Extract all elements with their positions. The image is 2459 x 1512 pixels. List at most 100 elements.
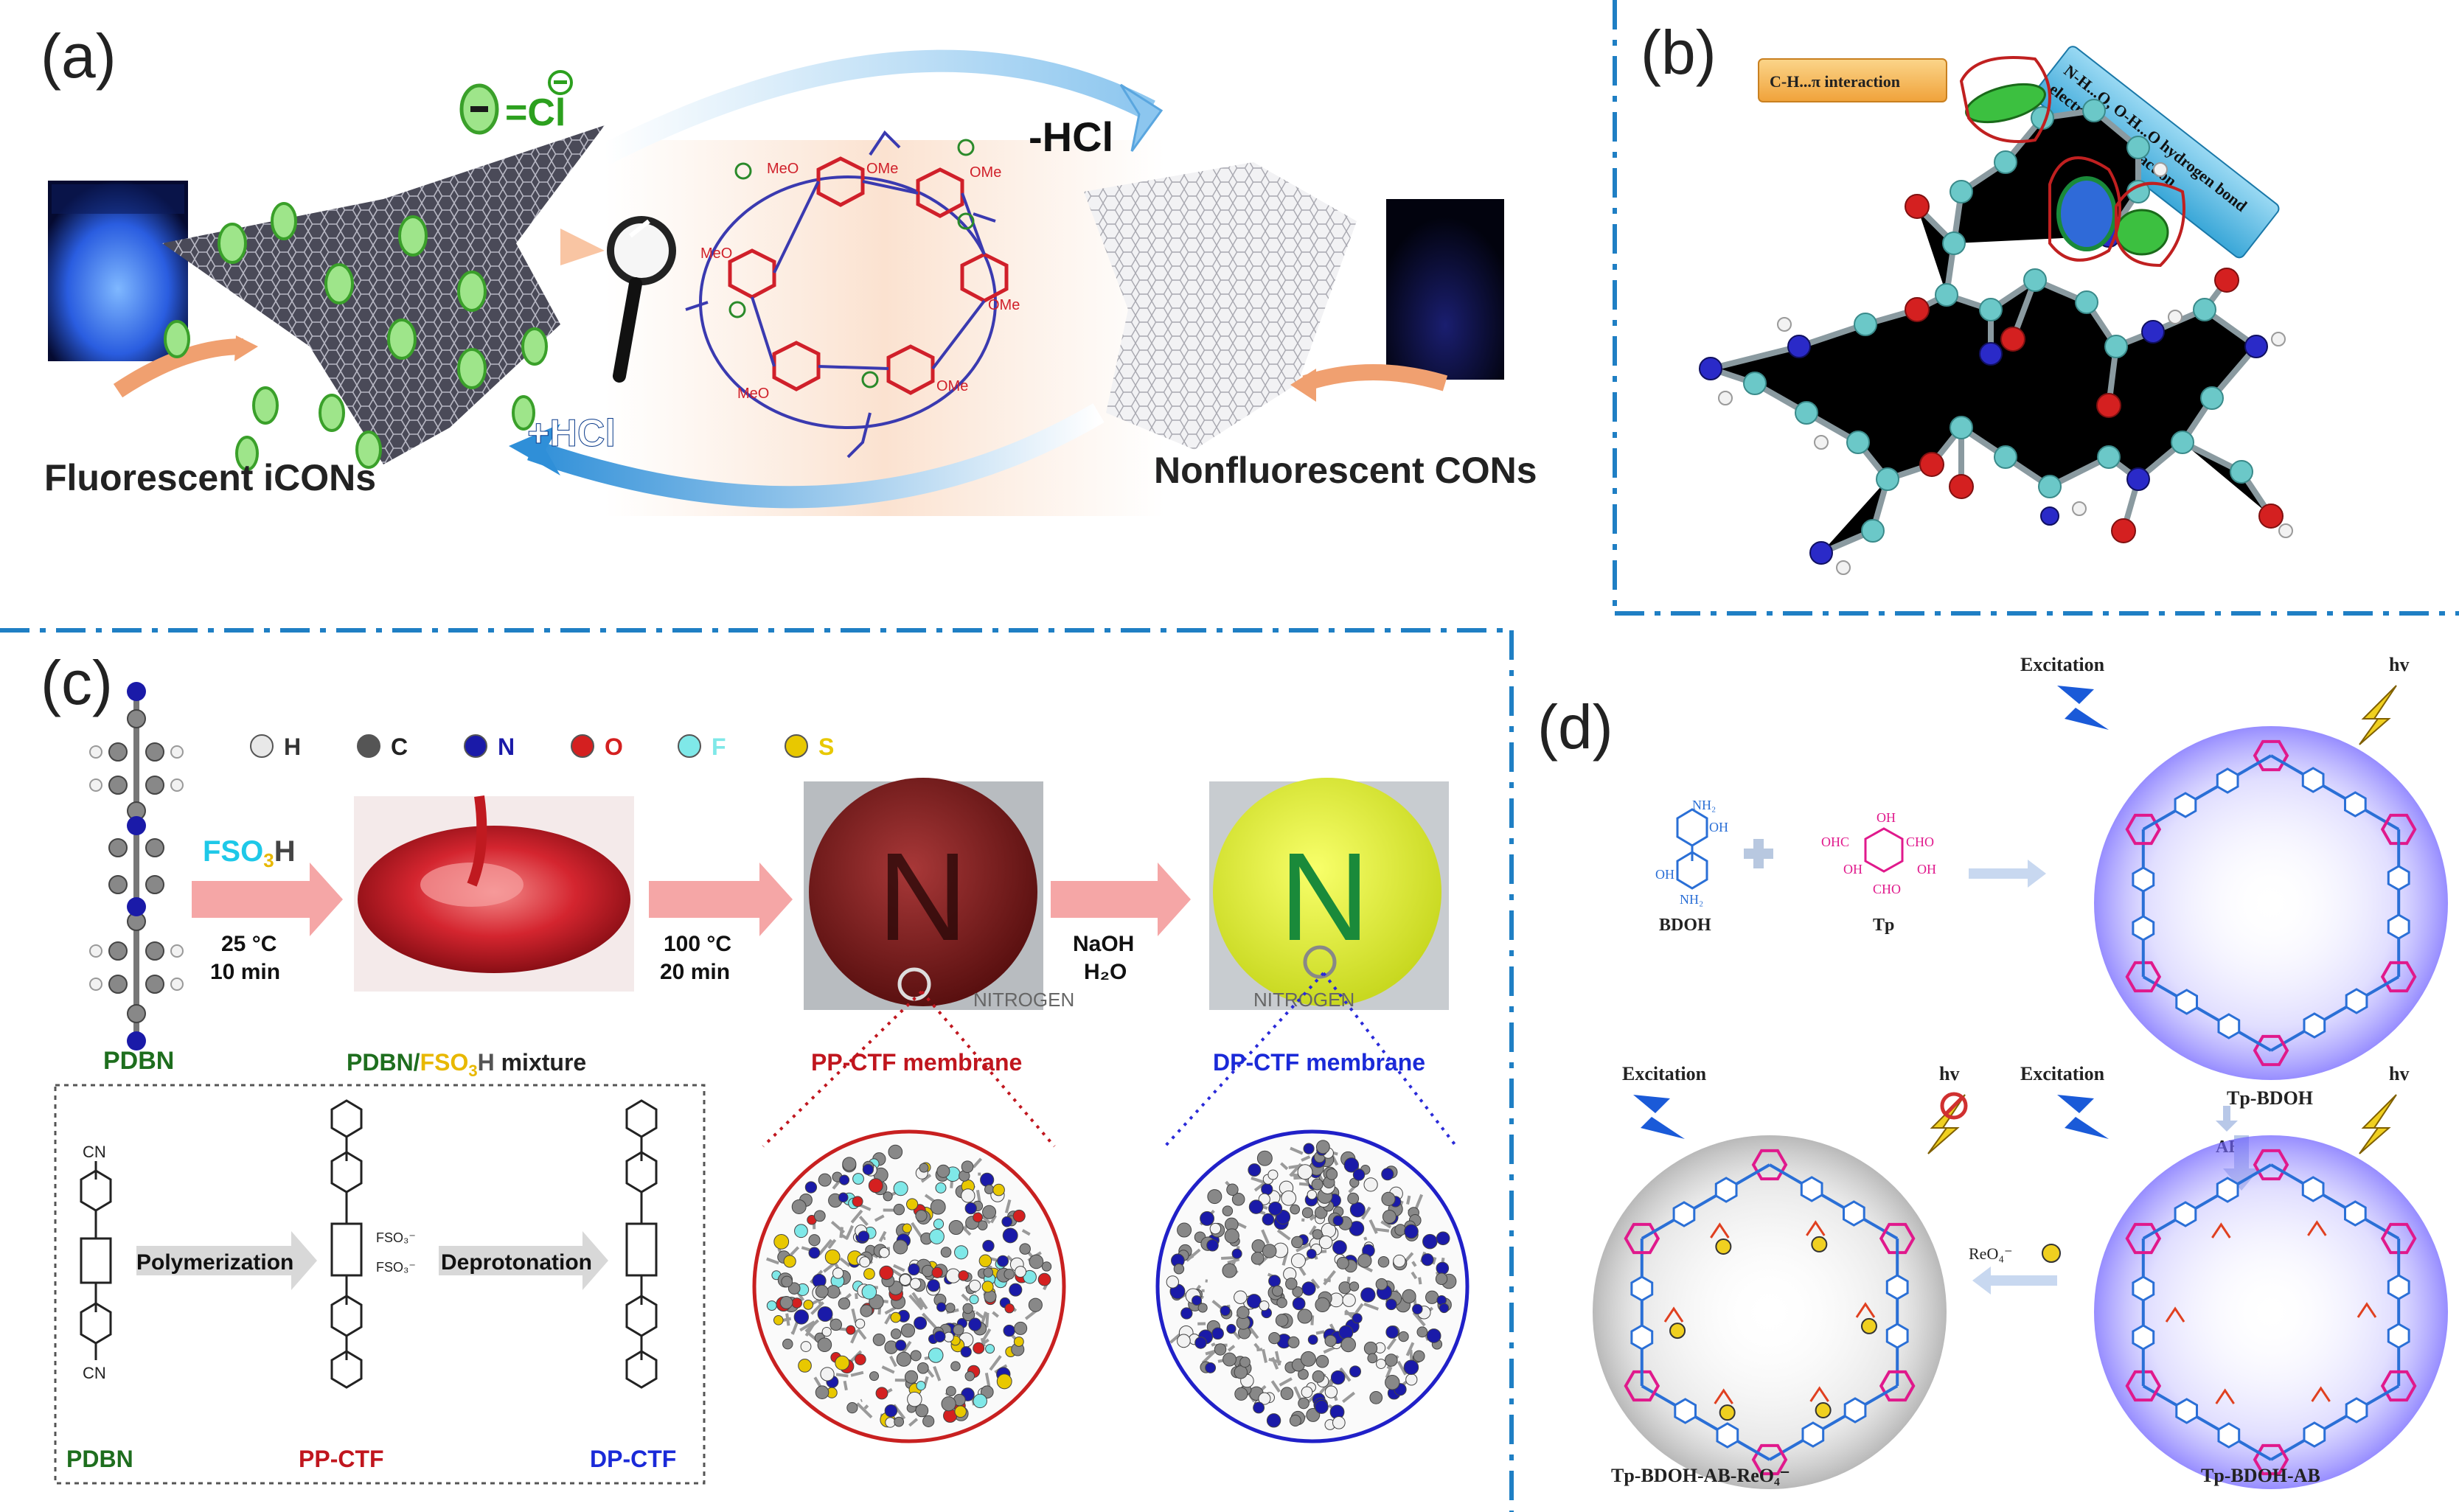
- chloride-ions: [164, 202, 548, 471]
- hv-label-2: hv: [2389, 1063, 2409, 1084]
- condition-temp-2: 100 °C: [664, 932, 731, 956]
- legend-symbol-c: C: [391, 734, 408, 760]
- tp-bdoh-glow: [2094, 726, 2448, 1080]
- dp-membrane-label: DP-CTF membrane: [1213, 1049, 1425, 1076]
- reaction-arrow-1: [192, 863, 343, 936]
- svg-text:OMe: OMe: [988, 297, 1020, 313]
- polymerization-label: Polymerization: [136, 1250, 293, 1275]
- tp-bdoh-ab-reo4-label: Tp-BDOH-AB-ReO₄⁻: [1611, 1465, 1790, 1486]
- svg-text:OH: OH: [1843, 862, 1862, 877]
- excitation-bolt-2: [2057, 1095, 2109, 1139]
- tp-bdoh-ab-framework: [2125, 1149, 2417, 1476]
- hv-label-3: hv: [1939, 1063, 1959, 1084]
- orange-arrow-right: [1302, 364, 1448, 391]
- excitation-label-2: Excitation: [2020, 1063, 2105, 1084]
- emission-bolt-1: [2359, 685, 2397, 745]
- panel-b-label: (b): [1641, 18, 1717, 87]
- svg-text:OH: OH: [1877, 810, 1896, 825]
- panel-d: (d) NH₂ OH OH NH₂ BDOH OHC CHO CHO OH OH…: [1537, 654, 2448, 1489]
- pdbn-label: PDBN: [103, 1047, 174, 1075]
- mixture-label: PDBN/FSO3H mixture: [347, 1049, 586, 1080]
- synthesis-arrow: [1969, 860, 2046, 888]
- svg-text:FSO₃⁻: FSO₃⁻: [376, 1260, 416, 1275]
- hv-label-1: hv: [2389, 654, 2409, 675]
- excitation-label-3: Excitation: [1622, 1063, 1707, 1084]
- svg-text:MeO: MeO: [767, 161, 799, 177]
- legend-atom-o: [571, 734, 594, 758]
- fluorescent-caption: Fluorescent iCONs: [44, 457, 376, 498]
- svg-text:N: N: [877, 827, 968, 967]
- svg-text:NITROGEN: NITROGEN: [1253, 989, 1354, 1011]
- ch-pi-label: C-H...π interaction: [1770, 72, 1900, 91]
- svg-text:NH₂: NH₂: [1692, 798, 1716, 812]
- svg-text:OH: OH: [1917, 862, 1936, 877]
- nonfluorescent-caption: Nonfluorescent CONs: [1154, 450, 1537, 491]
- svg-text:OH: OH: [1655, 867, 1674, 882]
- plus-hcl-label: +HCl: [527, 412, 616, 455]
- condition-temp-1: 25 °C: [221, 932, 276, 956]
- reaction-arrow-3: [1051, 863, 1191, 936]
- bdoh-structure: [1676, 808, 1708, 890]
- tp-label: Tp: [1873, 916, 1894, 935]
- chloride-legend: =Cl: [505, 91, 566, 134]
- ball-and-stick-model: [1699, 56, 2293, 575]
- svg-text:OMe: OMe: [866, 161, 898, 177]
- scheme-dp-label: DP-CTF: [590, 1446, 676, 1472]
- legend-symbol-n: N: [498, 734, 515, 760]
- polymerization-arrow: [136, 1231, 317, 1290]
- svg-text:OH: OH: [1709, 820, 1728, 835]
- scheme-pp-ctf: [330, 1099, 363, 1389]
- nonfluorescent-vial: [1386, 199, 1504, 380]
- legend-symbol-h: H: [284, 734, 301, 760]
- magnifier-icon: [607, 216, 676, 383]
- legend-atom-h: [250, 734, 274, 758]
- pp-atoms: [766, 1144, 1052, 1428]
- scheme-box: [54, 1084, 706, 1485]
- plus-icon: [1744, 839, 1773, 868]
- svg-text:NH₂: NH₂: [1680, 892, 1703, 907]
- dehydrochlorination-arrow: [599, 49, 1155, 165]
- deprotonation-label: Deprotonation: [441, 1250, 592, 1275]
- tp-structure: [1864, 827, 1904, 873]
- legend-symbol-s: S: [818, 734, 834, 760]
- scheme-pdbn: [80, 1161, 112, 1360]
- svg-text:NITROGEN: NITROGEN: [973, 989, 1074, 1011]
- tp-bdoh-ab-reo4-framework: [1624, 1149, 1916, 1476]
- panel-a-label: (a): [41, 21, 116, 91]
- tp-bdoh-ab-label: Tp-BDOH-AB: [2201, 1465, 2320, 1486]
- svg-text:CN: CN: [83, 1143, 106, 1161]
- svg-text:CHO: CHO: [1906, 835, 1934, 849]
- methoxy-labels: MeO OMe OMe MeO OMe MeO OMe: [700, 161, 1020, 402]
- svg-text:OMe: OMe: [970, 164, 1001, 181]
- deprotonation-arrow: [439, 1231, 608, 1290]
- neutral-sheet: [1084, 162, 1357, 450]
- pp-membrane-label: PP-CTF membrane: [811, 1049, 1022, 1076]
- chloride-ions-molecule: [728, 139, 975, 389]
- tp-bdoh-ab-reo4-glow: [1593, 1135, 1947, 1489]
- bdoh-label: BDOH: [1659, 916, 1711, 935]
- svg-text:CHO: CHO: [1873, 882, 1901, 896]
- panel-b: (b) C-H...π interaction N-H...O, O-H...O…: [1641, 18, 2293, 575]
- tp-bdoh-label: Tp-BDOH: [2227, 1087, 2313, 1109]
- pdbn-molecule: [89, 682, 184, 1051]
- molecule-glow: [605, 140, 1165, 516]
- excitation-label-1: Excitation: [2020, 654, 2105, 675]
- excitation-bolt-1: [2057, 686, 2109, 730]
- panel-c-label: (c): [41, 648, 113, 717]
- tp-bdoh-ab-glow: [2094, 1135, 2448, 1489]
- imine-macrocycle: [685, 130, 1009, 459]
- svg-text:MeO: MeO: [700, 245, 732, 262]
- reagent-fso3h: FSO3H: [203, 835, 296, 871]
- condition-base: NaOH: [1073, 932, 1134, 956]
- reo4-label: ReO₄⁻: [1969, 1244, 2013, 1263]
- svg-text:CN: CN: [83, 1364, 106, 1382]
- svg-text:OHC: OHC: [1821, 835, 1849, 849]
- legend-atom-c: [357, 734, 380, 758]
- minus-hcl-label: -HCl: [1029, 114, 1113, 160]
- ch-pi-tag: [1758, 58, 1947, 102]
- condition-solvent: H₂O: [1084, 960, 1127, 984]
